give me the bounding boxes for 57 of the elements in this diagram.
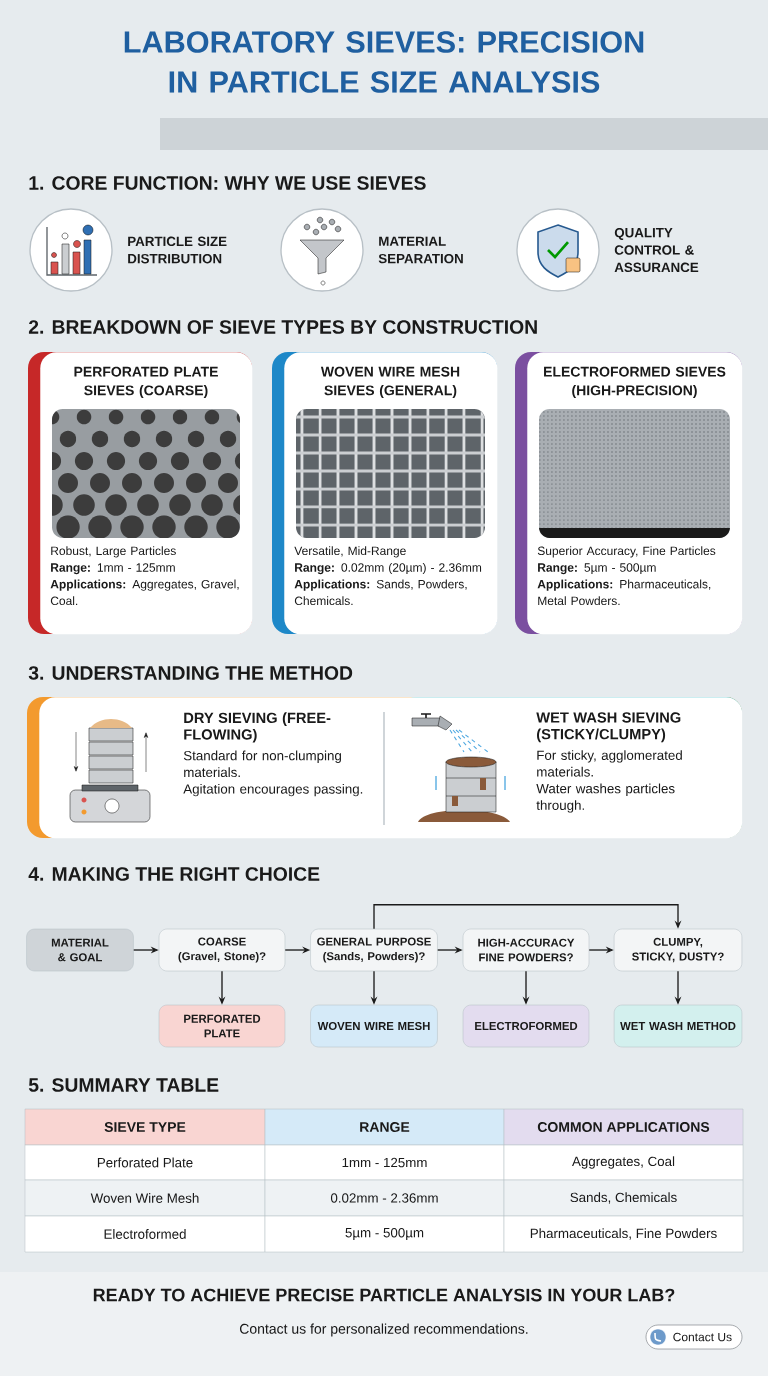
start-box: MATERIAL & GOAL xyxy=(26,928,134,972)
method-heading: DRY SIEVING (FREE-FLOWING) xyxy=(184,712,331,743)
card-heading: PERFORATED PLATE SIEVES (COARSE) xyxy=(74,366,218,399)
table-cell: Woven Wire Mesh xyxy=(24,1179,266,1217)
table-cell: Perforated Plate xyxy=(24,1144,266,1181)
feature-label: PARTICLE SIZE DISTRIBUTION xyxy=(128,236,227,264)
method-text: Water washes particles through. xyxy=(536,783,675,813)
table-cell: Pharmaceuticals, Fine Powders xyxy=(503,1215,744,1253)
section-heading: 1. CORE FUNCTION: WHY WE USE SIEVES xyxy=(29,176,426,190)
result-box: PERFORATED PLATE xyxy=(158,1004,286,1048)
card-description: Versatile, Mid-Range xyxy=(294,546,406,558)
method-text: Agitation encourages passing. xyxy=(183,783,363,797)
result-box: ELECTROFORMED xyxy=(462,1004,590,1048)
section-heading: 2. BREAKDOWN OF SIEVE TYPES BY CONSTRUCTION xyxy=(28,320,537,334)
section-heading: 3. UNDERSTANDING THE METHOD xyxy=(28,666,353,680)
feature-label: MATERIAL SEPARATION xyxy=(378,236,463,264)
decision-box: CLUMPY, STICKY, DUSTY? xyxy=(613,928,743,972)
call-to-action: READY TO ACHIEVE PRECISE PARTICLE ANALYSIS IN YOUR LAB? xyxy=(93,1288,675,1302)
table-cell: Electroformed xyxy=(24,1215,266,1253)
sieve-card xyxy=(28,352,253,635)
result-box: WET WASH METHOD xyxy=(613,1004,743,1048)
table-header-cell: RANGE xyxy=(264,1108,505,1146)
table-header-cell: COMMON APPLICATIONS xyxy=(503,1108,744,1146)
applications-text: Applications: Pharmaceuticals, Metal Powders. xyxy=(537,579,711,606)
contact-button: Contact Us xyxy=(645,1324,743,1350)
range-text: Range: 0.02mm (20µm) - 2.36mm xyxy=(295,562,482,575)
table-cell: 5µm - 500µm xyxy=(264,1215,505,1253)
title: LABORATORY SIEVES: PRECISION IN PARTICLE SIZE ANALYSIS xyxy=(124,31,644,93)
table-cell: Sands, Chemicals xyxy=(503,1179,744,1217)
card-heading: WOVEN WIRE MESH SIEVES (GENERAL) xyxy=(320,366,460,399)
method-text: For sticky, agglomerated materials. xyxy=(537,750,682,777)
sieve-card xyxy=(272,352,498,635)
table-header-cell: SIEVE TYPE xyxy=(24,1108,266,1146)
decision-box: GENERAL PURPOSE (Sands, Powders)? xyxy=(310,928,438,972)
table-cell: 1mm - 125mm xyxy=(264,1144,505,1181)
footer-text: Contact us for personalized recommendations. xyxy=(239,1323,528,1337)
method-text: Standard for non-clumping materials. xyxy=(183,750,341,778)
decision-box: HIGH-ACCURACY FINE POWDERS? xyxy=(462,928,590,972)
card-heading: ELECTROFORMED SIEVES (HIGH-PRECISION) xyxy=(544,366,726,399)
applications-text: Applications: Aggregates, Gravel, Coal. xyxy=(50,579,239,606)
card-description: Robust, Large Particles xyxy=(51,546,176,558)
decision-box: COARSE (Gravel, Stone)? xyxy=(158,928,286,972)
result-box: WOVEN WIRE MESH xyxy=(310,1004,438,1048)
arrow xyxy=(373,904,682,930)
range-text: Range: 1mm - 125mm xyxy=(51,563,175,575)
applications-text: Applications: Sands, Powders, Chemicals. xyxy=(294,579,467,606)
section-heading: 4. MAKING THE RIGHT CHOICE xyxy=(28,867,320,881)
feature-label: QUALITY CONTROL & ASSURANCE xyxy=(614,227,699,273)
section-heading: 5. SUMMARY TABLE xyxy=(28,1078,219,1092)
method-heading: WET WASH SIEVING (STICKY/CLUMPY) xyxy=(536,712,681,743)
sieve-card xyxy=(515,352,743,635)
card-description: Superior Accuracy, Fine Particles xyxy=(537,546,716,558)
range-text: Range: 5µm - 500µm xyxy=(538,563,656,575)
table-cell: Aggregates, Coal xyxy=(503,1144,744,1181)
table-cell: 0.02mm - 2.36mm xyxy=(264,1179,505,1217)
sieve-card xyxy=(537,528,730,606)
method-panel xyxy=(27,697,743,839)
